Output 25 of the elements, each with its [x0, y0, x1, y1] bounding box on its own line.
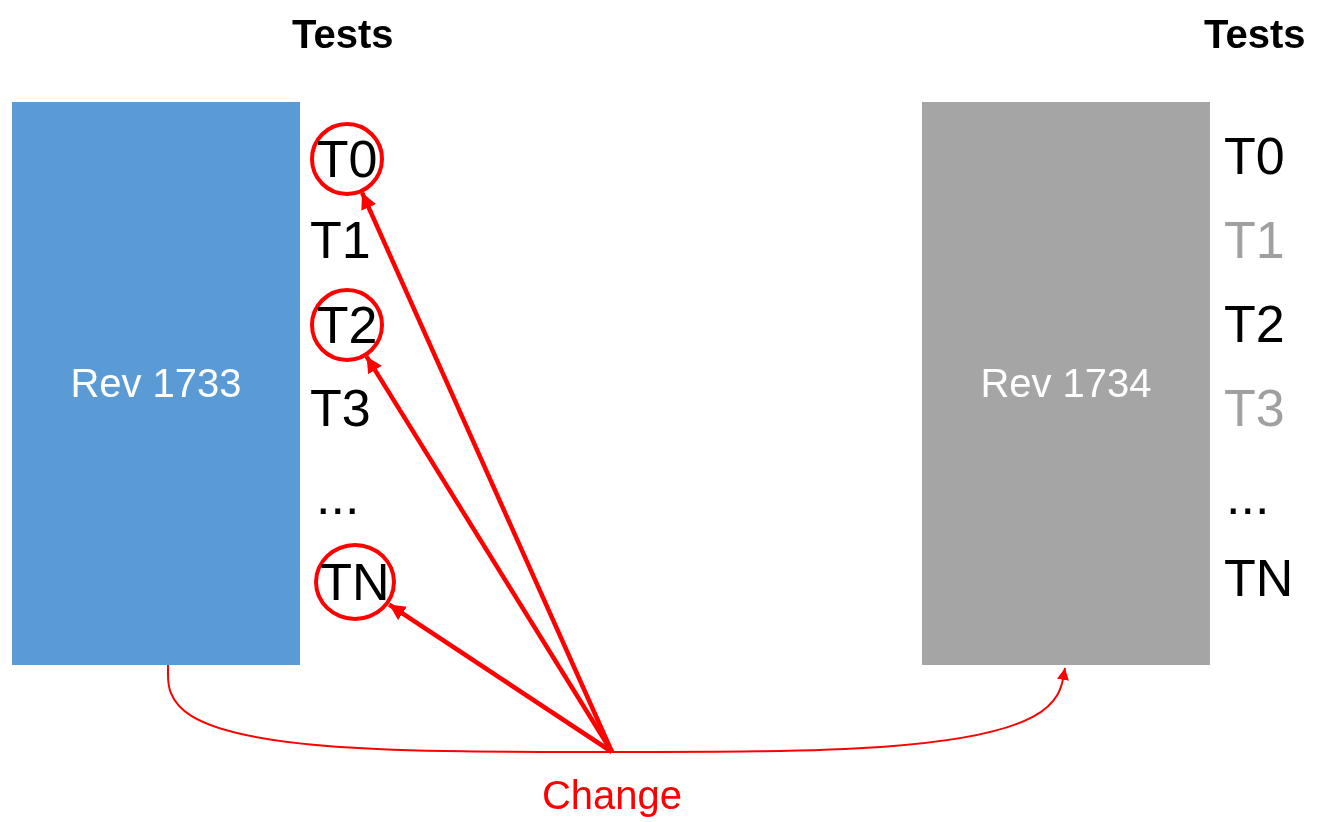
test-name: T1	[1224, 214, 1285, 266]
column-heading: Tests	[292, 14, 394, 54]
change-label: Change	[541, 773, 683, 818]
test-name: T0	[316, 129, 378, 189]
revision-label: Rev 1733	[70, 361, 242, 406]
ellipsis: ...	[316, 470, 360, 522]
revision-box	[12, 102, 300, 665]
test-name: T0	[1224, 130, 1285, 182]
highlight-circle	[314, 543, 396, 621]
test-name: T3	[1224, 382, 1285, 434]
revision-label: Rev 1734	[980, 361, 1152, 406]
test-name: T2	[1224, 298, 1285, 350]
arrow	[364, 355, 614, 754]
test-name: T1	[310, 214, 371, 266]
test-name: T2	[316, 295, 378, 355]
arrow	[167, 664, 1069, 753]
ellipsis: ...	[1226, 470, 1270, 522]
test-name: TN	[1224, 552, 1294, 604]
highlight-circle	[310, 288, 384, 362]
test-name: TN	[320, 552, 390, 612]
highlight-circle	[310, 122, 384, 196]
arrow	[387, 602, 614, 754]
revision-box	[922, 102, 1210, 665]
column-heading: Tests	[1204, 14, 1306, 54]
test-name: T3	[310, 382, 371, 434]
